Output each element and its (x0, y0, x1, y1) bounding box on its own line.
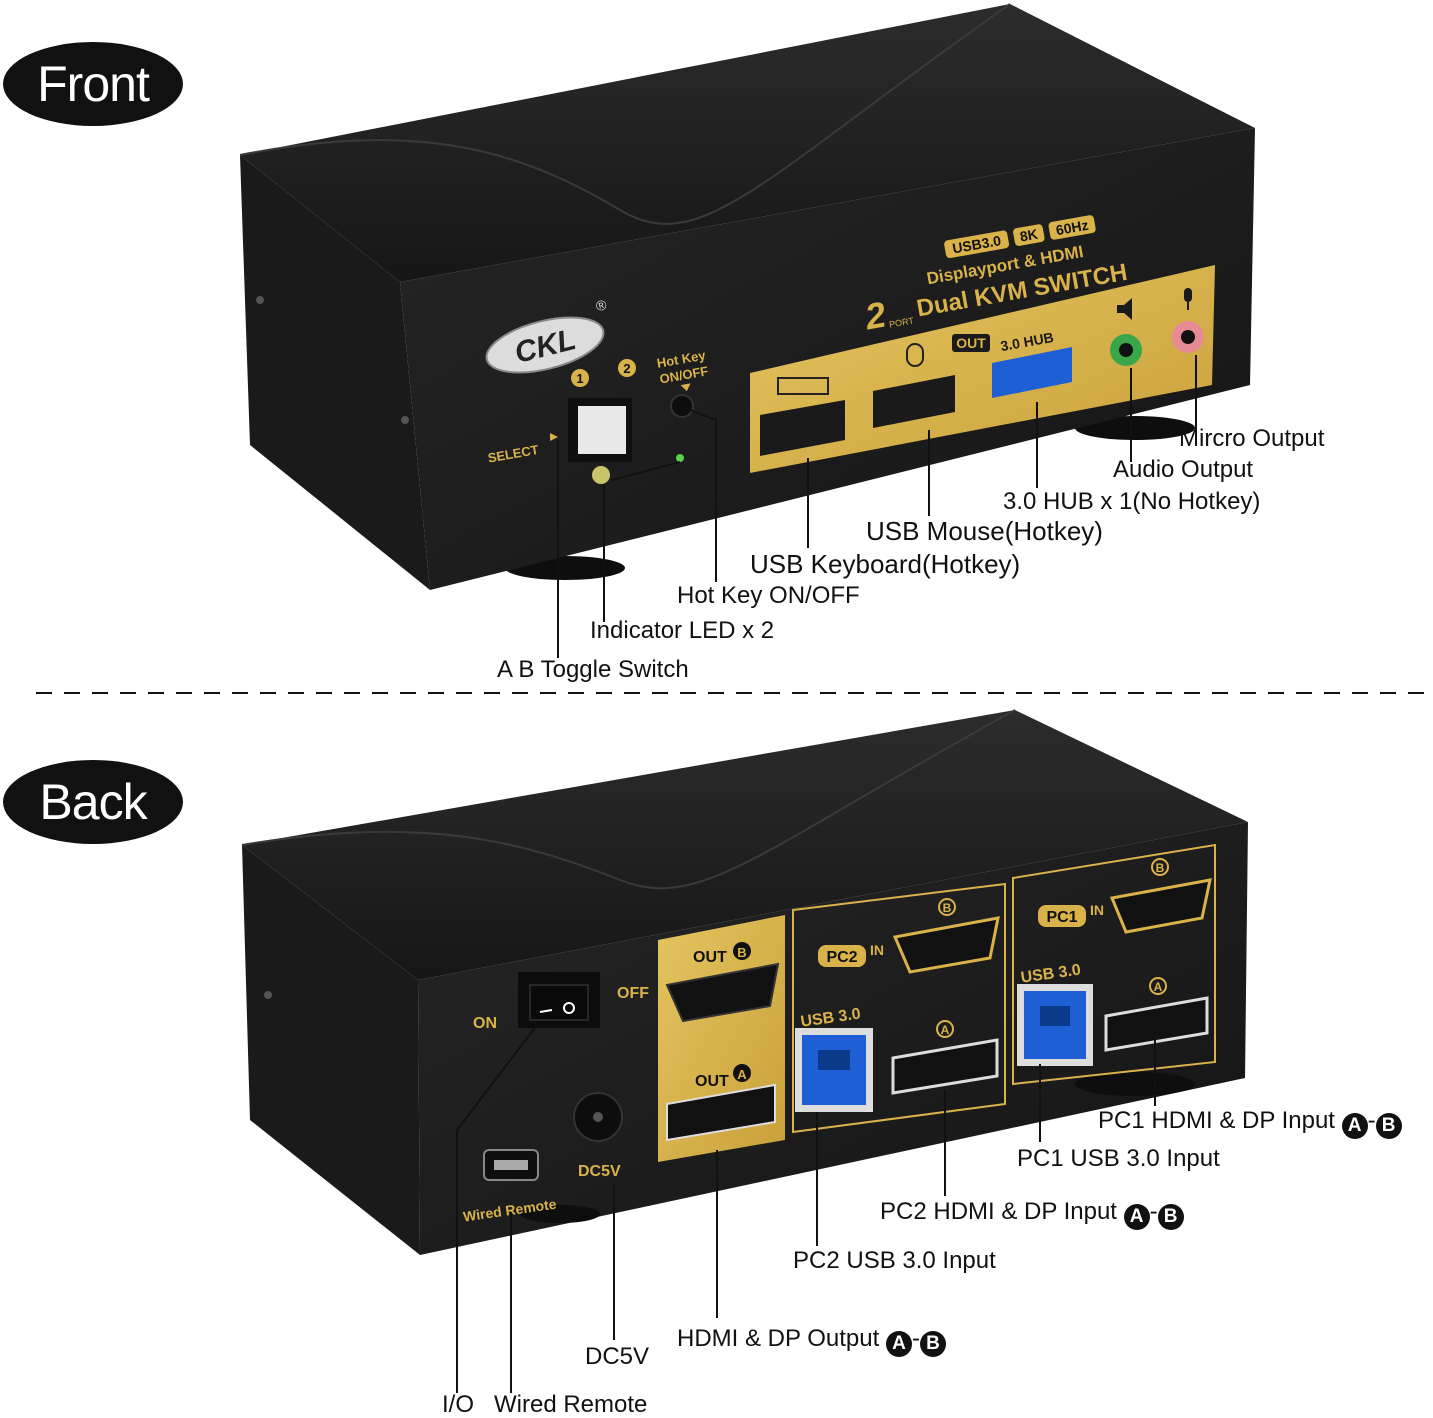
pc1-a-letter: A (1154, 980, 1163, 994)
speaker-icon (1117, 298, 1132, 320)
callout-output: HDMI & DP Output A-B (677, 1327, 946, 1357)
out-a-label: OUT (695, 1073, 729, 1090)
out-b-label: OUT (693, 949, 727, 966)
callout-dc5v: DC5V (585, 1343, 650, 1370)
callout-hub: 3.0 HUB x 1(No Hotkey) (1003, 488, 1261, 515)
letter-b-icon: B (919, 1331, 946, 1357)
letter-b-icon: B (1375, 1113, 1402, 1139)
pc1-label: PC1 (1046, 909, 1077, 926)
dp-output-port[interactable] (666, 1083, 776, 1142)
pc1-usb-port[interactable] (1017, 984, 1093, 1066)
callout-usb-mouse: USB Mouse(Hotkey) (866, 516, 1103, 546)
front-gold-panel (750, 265, 1215, 473)
led-1 (592, 466, 610, 484)
keyboard-usb-port[interactable] (760, 400, 845, 456)
front-section-label: Front (3, 42, 183, 126)
pc1-hdmi-port[interactable] (1109, 878, 1212, 934)
pc2-hdmi-port[interactable] (892, 916, 1000, 974)
callout-pc1-hdmi-dp: PC1 HDMI & DP Input A-B (1098, 1109, 1402, 1139)
audio-jack[interactable] (1110, 334, 1142, 366)
pc2-b-letter: B (943, 901, 952, 915)
callout-wired-remote: Wired Remote (494, 1391, 648, 1418)
hub-usb-port[interactable] (992, 347, 1072, 398)
pc2-in-label: IN (870, 942, 884, 958)
pc2-a-letter: A (941, 1023, 950, 1037)
out-a-letter: A (737, 1067, 747, 1082)
off-label: OFF (617, 985, 649, 1002)
out-b-letter: B (737, 945, 746, 960)
channel-indicators: 1 2 (571, 359, 636, 387)
callout-mic-output: Mircro Output (1179, 425, 1325, 452)
front-label-text: Front (37, 56, 150, 112)
back-section-label: Back (3, 760, 183, 844)
callout-io: I/O (442, 1391, 475, 1418)
back-label-text: Back (39, 774, 147, 830)
mic-jack[interactable] (1172, 321, 1204, 353)
mouse-icon (906, 343, 924, 367)
pc2-panel (792, 882, 1006, 1134)
back-callout-lines (456, 1024, 1156, 1393)
callout-pc2-hdmi-dp: PC2 HDMI & DP Input A-B (880, 1200, 1184, 1230)
letter-a-icon: A (1341, 1113, 1368, 1139)
channel-2: 2 (623, 361, 630, 376)
power-switch[interactable] (518, 972, 600, 1028)
dc5v-label: DC5V (578, 1163, 621, 1180)
callout-pc1-usb: PC1 USB 3.0 Input (1017, 1145, 1220, 1172)
callout-hotkey: Hot Key ON/OFF (677, 582, 860, 609)
front-callout-lines (557, 355, 1197, 658)
keyboard-icon (777, 377, 829, 395)
badge-8k: 8K (1019, 226, 1039, 245)
ckl-logo: CKL ® (485, 296, 609, 374)
hotkey-button[interactable] (670, 394, 694, 418)
pc1-b-letter: B (1156, 861, 1165, 875)
dc-jack[interactable] (573, 1092, 623, 1142)
pc1-panel (1012, 843, 1216, 1086)
on-label: ON (473, 1015, 497, 1032)
letter-a-icon: A (885, 1331, 912, 1357)
hdmi-output-port[interactable] (665, 962, 780, 1023)
out-badge: OUT (956, 335, 986, 351)
channel-1: 1 (576, 371, 583, 386)
mouse-usb-port[interactable] (873, 375, 955, 428)
callout-audio-output: Audio Output (1113, 456, 1254, 483)
pc2-label: PC2 (826, 949, 857, 966)
microphone-icon (1184, 288, 1192, 310)
product-title: USB3.0 8K 60Hz Displayport & HDMI 2 PORT… (861, 215, 1129, 338)
pc2-usb-port[interactable] (795, 1028, 873, 1112)
pc2-dp-port[interactable] (891, 1038, 999, 1095)
led-2 (676, 454, 684, 462)
front-device (239, 3, 1255, 590)
letter-a-icon: A (1123, 1204, 1150, 1230)
pc1-in-label: IN (1090, 902, 1104, 918)
callout-toggle-switch: A B Toggle Switch (497, 656, 689, 683)
letter-b-icon: B (1157, 1204, 1184, 1230)
port-word: PORT (888, 315, 915, 329)
callout-pc2-usb: PC2 USB 3.0 Input (793, 1247, 996, 1274)
callout-usb-keyboard: USB Keyboard(Hotkey) (750, 549, 1021, 579)
registered-mark: ® (594, 296, 609, 314)
badge-60hz: 60Hz (1055, 217, 1090, 238)
callout-indicator-led: Indicator LED x 2 (590, 617, 775, 644)
select-button[interactable] (568, 398, 632, 462)
pc1-dp-port[interactable] (1104, 996, 1209, 1052)
wired-remote-port[interactable] (483, 1149, 539, 1181)
